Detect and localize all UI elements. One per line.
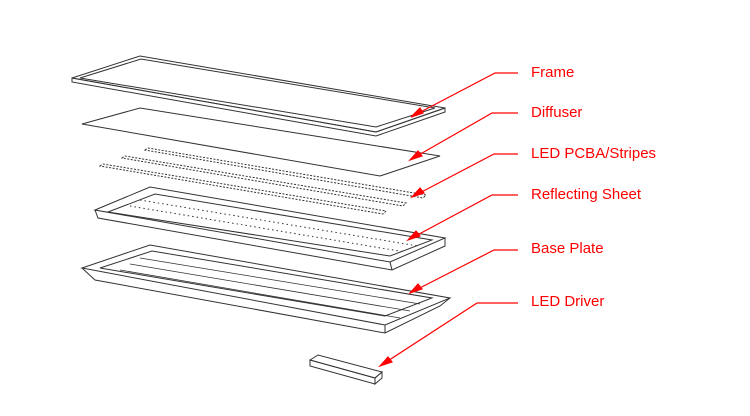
label-diffuser: Diffuser [531, 104, 583, 121]
label-led-pcba-stripes: LED PCBA/Stripes [531, 145, 657, 162]
diffuser-part [81, 107, 441, 177]
frame-part [71, 55, 446, 137]
led-driver-part [308, 354, 384, 386]
label-frame: Frame [531, 64, 575, 81]
label-led-driver: LED Driver [531, 293, 605, 310]
led-stripes-part [98, 147, 428, 215]
callout-lines [378, 72, 518, 368]
label-base-plate: Base Plate [531, 240, 604, 257]
label-reflecting-sheet: Reflecting Sheet [531, 186, 642, 203]
reflecting-sheet-part [93, 186, 447, 271]
base-plate-part [80, 244, 452, 334]
